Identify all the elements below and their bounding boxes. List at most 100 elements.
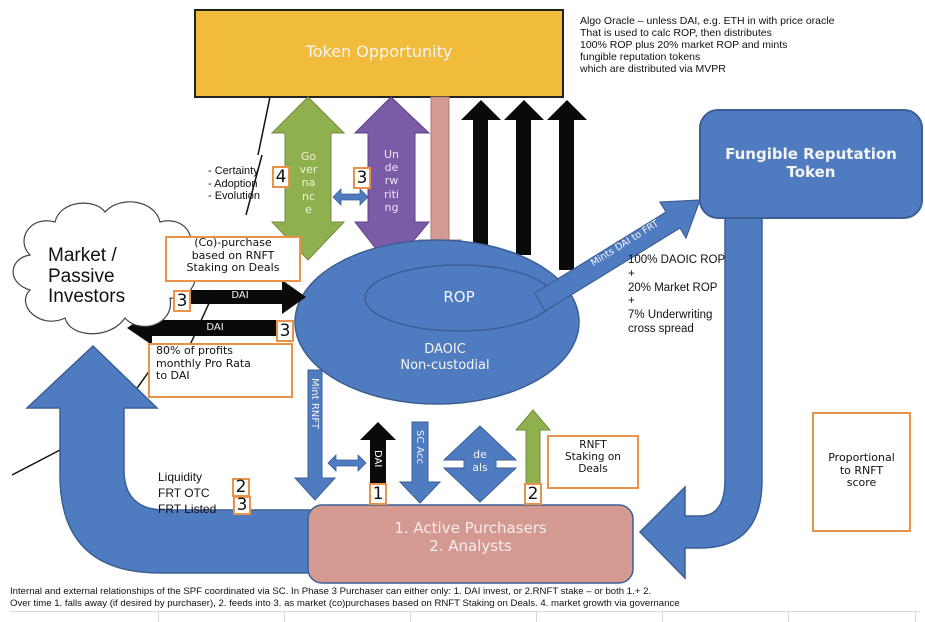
distribution-up-arrow-1 [461, 100, 501, 245]
benefit-item: - Evolution [208, 190, 260, 203]
proportional-note-box [812, 412, 911, 532]
underwriting-label-line: ng [384, 200, 399, 214]
grid-line [158, 611, 159, 622]
liquidity-return-arrow [25, 344, 319, 574]
underwriting-label-line: riti [384, 187, 399, 201]
frt-label-line: Token [786, 163, 836, 181]
rnft-staking-badge: 2 [524, 483, 542, 505]
mint-rnft-arrow [293, 369, 337, 501]
rop-breakdown-line: cross spread [628, 322, 694, 335]
market-cloud-line: Market / [48, 245, 117, 266]
liquidity-item: FRT OTC [158, 485, 216, 501]
underwriting-arrow [353, 96, 431, 269]
grid-line [536, 611, 537, 622]
proportional-note-line: score [846, 476, 877, 490]
grid-line [915, 611, 916, 622]
copurchase-note-line: based on RNFT [191, 248, 275, 262]
market-cloud-line: Passive [48, 265, 115, 287]
oracle-note-line: fungible reputation tokens [580, 51, 701, 64]
proportional-note: Proportional to RNFT score [812, 451, 911, 490]
grid-line [10, 611, 920, 612]
proportional-note-line: to RNFT [839, 463, 884, 477]
market-cloud-label: Market / Passive Investors [48, 245, 126, 308]
grid-line [662, 611, 663, 622]
proportional-note-line: Proportional [828, 451, 895, 464]
grid-line [788, 611, 789, 622]
frt-label: Fungible Reputation Token [700, 145, 922, 181]
rop-breakdown-line: + [628, 267, 635, 280]
benefit-item: - Certainty [208, 165, 259, 177]
rnft-staking-note: RNFT Staking on Deals [547, 439, 639, 475]
token-to-rop-arrow [417, 96, 463, 263]
copurchase-note-line: (Co)-purchase [194, 236, 272, 249]
underwriting-label-line: rw [384, 174, 399, 188]
daoic-label-line: DAOIC [424, 342, 466, 357]
profits-note-line: monthly Pro Rata [156, 356, 251, 370]
daoic-label: DAOIC Non-custodial [360, 342, 530, 373]
dai-up-label: DAI [372, 450, 383, 468]
profits-note-line: 80% of profits [156, 344, 234, 357]
benefit-item: - Adoption [208, 177, 258, 190]
liquidity-note: Liquidity FRT OTC FRT Listed [158, 469, 216, 517]
governance-label-line: e [305, 202, 312, 216]
dai-in-badge: 3 [173, 290, 191, 312]
governance-label-line: ver [299, 163, 318, 177]
dai-in-arrow [190, 280, 306, 314]
distribution-up-arrow-3 [547, 100, 587, 270]
rnft-staking-note-line: RNFT [579, 439, 607, 451]
underwriting-label-line: de [384, 161, 399, 175]
deals-label: de als [462, 448, 498, 474]
grid-line [284, 611, 285, 622]
deals-diamond [442, 425, 518, 503]
profits-note-line: to DAI [156, 369, 190, 383]
deals-label-line: de [473, 448, 487, 461]
liquidity-item: FRT Listed [158, 501, 216, 517]
rnft-staking-note-box [547, 435, 639, 489]
governance-label-line: Go [300, 150, 317, 163]
oracle-note-line: 100% ROP plus 20% market ROP and mints [580, 39, 788, 52]
distribution-up-arrow-2 [504, 100, 544, 255]
token-opportunity-label: Token Opportunity [305, 42, 453, 61]
governance-benefits: - Certainty - Adoption - Evolution [208, 165, 260, 203]
governance-label-line: nc [301, 189, 316, 203]
liquidity-item-label: FRT Listed [158, 502, 217, 516]
rnft-staking-note-line: Deals [578, 463, 608, 476]
connector-line [257, 96, 271, 156]
frt-label-line: Fungible Reputation [725, 145, 897, 163]
liquidity-listed-badge: 3 [233, 496, 251, 515]
market-cloud-line: Investors [48, 286, 126, 308]
underwriting-label-line: Un [383, 148, 400, 161]
token-opportunity-box [194, 9, 564, 98]
oracle-note-line: which are distributed via MVPR [580, 63, 726, 76]
dai-in-label: DAI [231, 290, 249, 301]
copurchase-note-box [165, 236, 301, 282]
rop-breakdown: 100% DAOIC ROP + 20% Market ROP + 7% Und… [628, 254, 725, 337]
diagram-caption: Internal and external relationships of t… [10, 586, 680, 610]
profits-note-box [148, 343, 293, 398]
governance-label: Go ver na nc e [286, 150, 331, 216]
purchasers-label-line: 2. Analysts [429, 537, 512, 555]
dai-up-arrow [360, 422, 396, 500]
rop-label: ROP [443, 288, 475, 306]
frt-box [699, 109, 923, 219]
dai-out-arrow [127, 311, 278, 345]
rop-breakdown-line: 20% Market ROP [628, 281, 718, 294]
connector-line [245, 154, 263, 216]
purchasers-label: 1. Active Purchasers 2. Analysts [308, 519, 633, 555]
mint-dai-link-arrow [327, 454, 367, 472]
grid-line [410, 611, 411, 622]
underwriting-label: Un de rw riti ng [369, 148, 414, 214]
caption-line: Internal and external relationships of t… [10, 586, 652, 597]
dai-out-label: DAI [206, 322, 224, 333]
profits-note: 80% of profits monthly Pro Rata to DAI [156, 344, 251, 383]
rop-breakdown-line: 100% DAOIC ROP [628, 254, 726, 266]
oracle-note: Algo Oracle – unless DAI, e.g. ETH in wi… [580, 15, 834, 75]
governance-badge: 4 [272, 166, 290, 188]
copurchase-note-line: Staking on Deals [186, 261, 280, 275]
liquidity-item-label: FRT OTC [158, 486, 210, 500]
liquidity-title: Liquidity [158, 470, 203, 484]
rop-breakdown-line: + [628, 295, 635, 308]
gov-uw-link-arrow [332, 188, 369, 206]
dai-up-badge: 1 [369, 483, 387, 505]
